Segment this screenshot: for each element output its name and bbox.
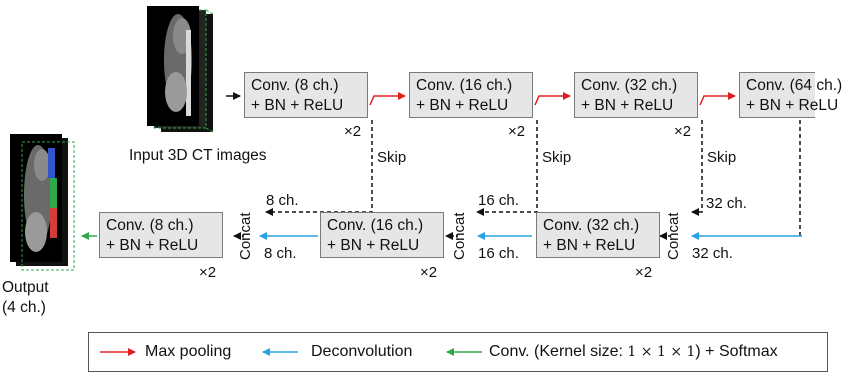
skip-label-2: Skip [542, 149, 572, 166]
legend-deconvolution: Deconvolution [311, 343, 413, 360]
decoder-block-2: Conv. (16 ch.) + BN + ReLU [320, 212, 444, 258]
deconv-channel-label-2: 16 ch. [478, 245, 519, 262]
max-pooling-arrow-2 [534, 92, 571, 106]
encoder-block-3: Conv. (32 ch.) + BN + ReLU [574, 72, 698, 118]
skip-label-3: Skip [707, 149, 737, 166]
skip-connection-3 [691, 120, 703, 216]
legend-conv-suffix: ) + Softmax [695, 343, 778, 360]
block-line1: Conv. (32 ch.) [543, 217, 640, 234]
block-line1: Conv. (16 ch.) [327, 217, 424, 234]
block-line1: Conv. (32 ch.) [581, 77, 678, 94]
max-pooling-arrow-3 [699, 92, 736, 106]
block-line2: + BN + ReLU [416, 97, 509, 114]
legend-conv-kernel: 1 × 1 × 1 [627, 344, 696, 360]
decoder-2-repeat: ×2 [420, 264, 438, 281]
encoder-block-1: Conv. (8 ch.) + BN + ReLU [244, 72, 368, 118]
output-label-line1: Output [2, 279, 49, 296]
decoder-3-repeat: ×2 [635, 264, 653, 281]
decoder-block-1: Conv. (8 ch.) + BN + ReLU [99, 212, 223, 258]
block-line1: Conv. (8 ch.) [251, 77, 339, 94]
concat-label-1: Concat [237, 212, 254, 260]
diagram-canvas [10, 6, 802, 356]
input-ct-stack [147, 6, 214, 133]
block-line2: + BN + ReLU [251, 97, 344, 114]
block-line2: + BN + ReLU [581, 97, 674, 114]
concat-label-2: Concat [451, 212, 468, 260]
encoder-2-repeat: ×2 [508, 123, 526, 140]
max-pooling-arrow-1 [369, 92, 406, 106]
skip-channel-label-2: 16 ch. [478, 192, 519, 209]
block-line1: Conv. (64 ch.) [746, 77, 842, 94]
legend: Max pooling Deconvolution Conv. (Kernel … [88, 332, 828, 372]
decoder-block-3: Conv. (32 ch.) + BN + ReLU [536, 212, 660, 258]
block-line2: + BN + ReLU [746, 97, 839, 114]
encoder-3-repeat: ×2 [674, 123, 692, 140]
block-line2: + BN + ReLU [106, 237, 199, 254]
encoder-block-4: Conv. (64 ch.) + BN + ReLU [739, 72, 842, 118]
legend-conv-prefix: Conv. (Kernel size: [489, 343, 628, 360]
skip-label-1: Skip [377, 149, 407, 166]
concat-label-3: Concat [665, 212, 682, 260]
deconv-channel-label-3: 32 ch. [692, 245, 733, 262]
decoder-1-repeat: ×2 [199, 264, 217, 281]
output-label-line2: (4 ch.) [2, 299, 46, 316]
block-line1: Conv. (16 ch.) [416, 77, 513, 94]
input-label: Input 3D CT images [129, 147, 267, 164]
legend-max-pooling: Max pooling [145, 343, 232, 360]
deconv-channel-label-1: 8 ch. [264, 245, 297, 262]
block-line2: + BN + ReLU [543, 237, 636, 254]
output-ct-stack [10, 134, 75, 271]
block-line1: Conv. (8 ch.) [106, 217, 194, 234]
legend-conv-softmax: Conv. (Kernel size: 1 × 1 × 1) + Softmax [489, 343, 778, 361]
block-line2: + BN + ReLU [327, 237, 420, 254]
skip-channel-label-3: 32 ch. [706, 195, 747, 212]
encoder-block-2: Conv. (16 ch.) + BN + ReLU [409, 72, 533, 118]
encoder-1-repeat: ×2 [344, 123, 362, 140]
skip-channel-label-1: 8 ch. [266, 192, 299, 209]
